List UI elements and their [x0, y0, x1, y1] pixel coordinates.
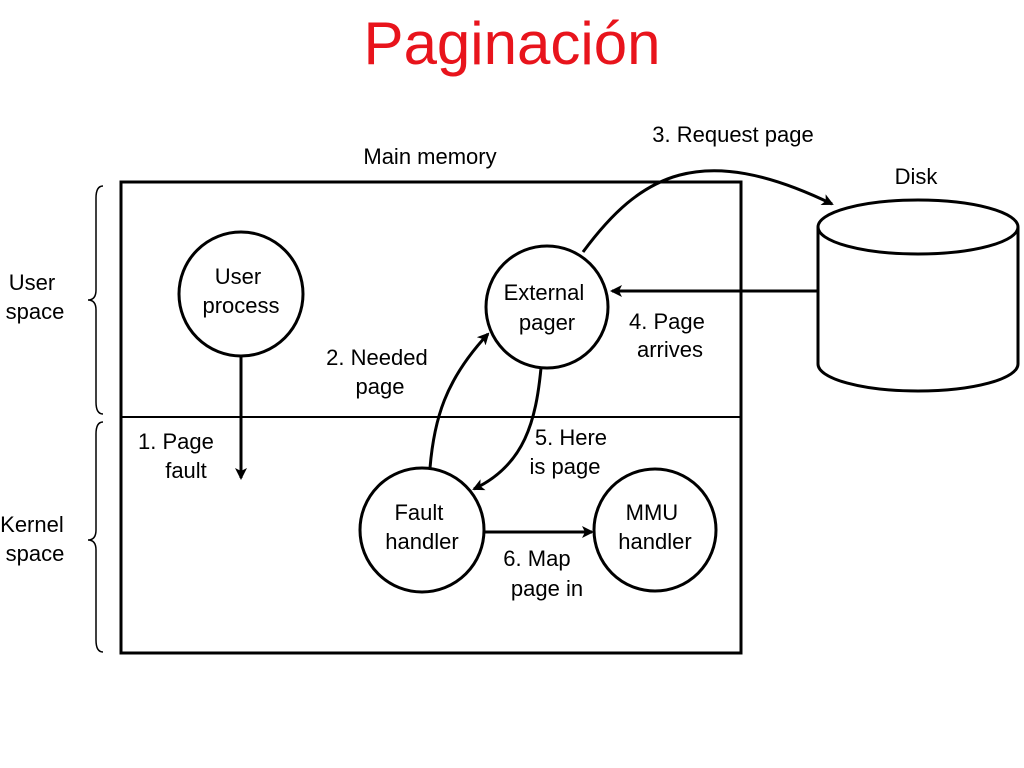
- disk-cylinder: [816, 198, 1020, 393]
- mmu-handler-label: MMU handler: [618, 500, 691, 554]
- disk-label: Disk: [895, 164, 939, 189]
- fault-handler-label: Fault handler: [385, 500, 458, 554]
- user-process-label: User process: [202, 264, 279, 318]
- step-map-page-in-label: 6. Map page in: [503, 546, 583, 601]
- main-memory-label: Main memory: [363, 144, 496, 169]
- step-request-page-label: 3. Request page: [652, 122, 813, 147]
- step-page-fault-label: 1. Page fault: [138, 429, 220, 483]
- kernel-space-label: Kernel space: [0, 512, 70, 566]
- arrow-here-is-page: [472, 367, 543, 491]
- kernel-space-brace: [87, 421, 104, 653]
- arrow-request-page: [581, 169, 834, 253]
- step-needed-page-label: 2. Needed page: [326, 345, 434, 399]
- mmu-handler-node: [592, 467, 718, 593]
- slide-title: Paginación: [363, 10, 661, 77]
- step-page-arrives-label: 4. Page arrives: [629, 309, 711, 362]
- arrow-needed-page: [428, 332, 490, 469]
- step-here-is-page-label: 5. Here is page: [530, 425, 614, 479]
- fault-handler-node: [358, 466, 486, 594]
- external-pager-label: External pager: [504, 280, 591, 335]
- user-space-label: User space: [6, 270, 65, 324]
- user-space-brace: [87, 185, 104, 415]
- external-pager-node: [484, 244, 610, 370]
